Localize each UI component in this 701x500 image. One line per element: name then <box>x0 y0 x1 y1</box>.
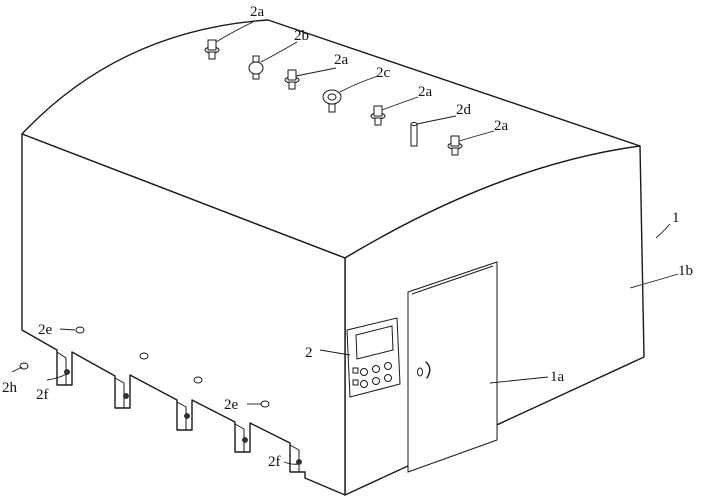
nozzle-a-2 <box>284 69 300 90</box>
foot-bolt-2 <box>123 393 129 399</box>
roof-fittings <box>204 39 463 156</box>
label-2a-1: 2a <box>250 4 265 20</box>
fitting-b <box>248 55 264 80</box>
nozzle-a-1 <box>204 39 220 60</box>
foot-bolt-1 <box>64 369 70 375</box>
leader-lines <box>11 21 679 465</box>
nozzle-a-3 <box>370 105 386 126</box>
controller <box>346 317 401 398</box>
foot-bolts <box>64 369 302 465</box>
port-e-2 <box>260 400 270 408</box>
front-ports <box>19 326 270 408</box>
port-2 <box>139 352 149 360</box>
label-2: 2 <box>305 345 313 361</box>
fitting-c <box>322 89 342 113</box>
foot-bolt-4 <box>242 437 248 443</box>
label-2f-1: 2f <box>36 387 49 403</box>
door <box>407 261 498 473</box>
label-2e-2: 2e <box>224 397 239 413</box>
port-e-1 <box>75 326 85 334</box>
label-2b: 2b <box>294 28 309 44</box>
label-2f-2: 2f <box>268 454 281 470</box>
controller-keypad <box>352 362 392 388</box>
label-2c: 2c <box>376 65 391 81</box>
door-handle <box>425 361 431 379</box>
controller-screen <box>355 325 394 360</box>
reference-labels: 2a 2b 2a 2c 2a 2d 2a 1 1b 2 1a 2e 2e 2f … <box>2 4 693 470</box>
door-panel <box>407 261 498 473</box>
port-3 <box>193 376 203 384</box>
door-lock <box>417 367 423 377</box>
foot-bolt-5 <box>296 459 302 465</box>
label-2d: 2d <box>456 102 472 118</box>
label-1b: 1b <box>678 263 693 279</box>
label-2e-1: 2e <box>38 322 53 338</box>
label-2h: 2h <box>2 380 18 396</box>
door-top-edge <box>411 265 494 295</box>
label-1: 1 <box>672 210 680 226</box>
pin-d <box>410 122 418 147</box>
label-2a-2: 2a <box>334 52 349 68</box>
nozzle-a-4 <box>447 135 463 156</box>
label-1a: 1a <box>550 369 565 385</box>
label-2a-4: 2a <box>494 118 509 134</box>
label-2a-3: 2a <box>418 84 433 100</box>
port-h <box>19 362 29 370</box>
foot-bolt-3 <box>184 413 190 419</box>
